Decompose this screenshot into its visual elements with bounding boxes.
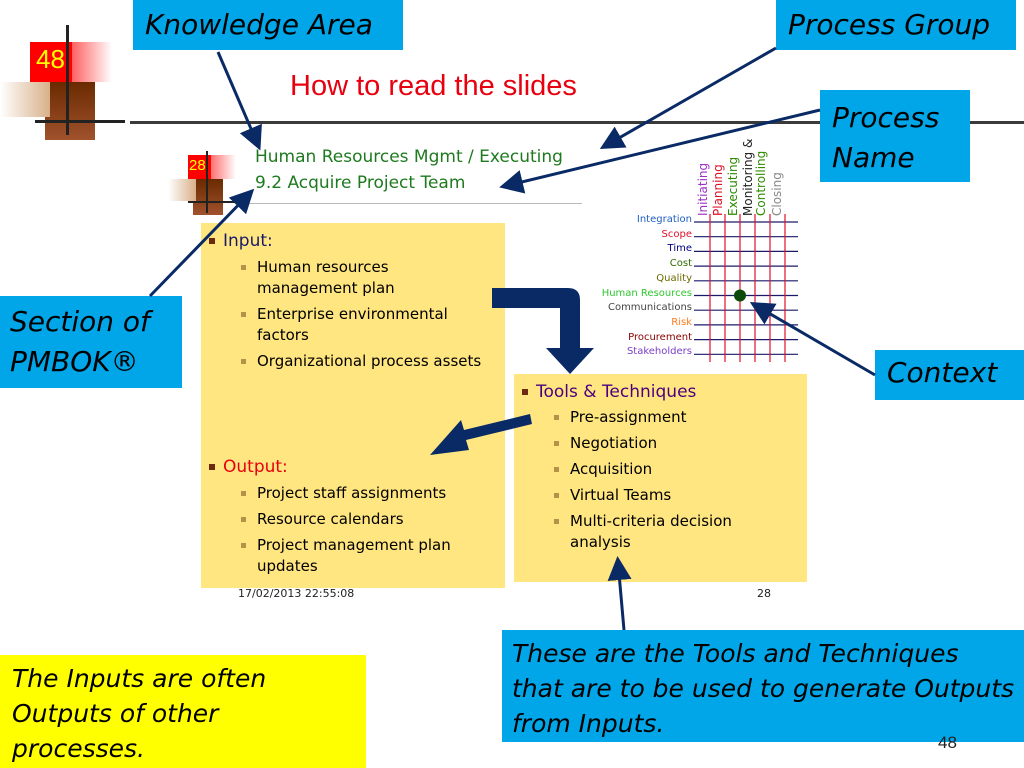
page-badge: 48	[36, 44, 65, 74]
callout-knowledge-area: Knowledge Area	[133, 0, 403, 50]
logo-hline	[35, 120, 125, 123]
matrix-row-label: Time	[667, 243, 692, 255]
inner-heading-process: 9.2 Acquire Project Team	[255, 173, 466, 193]
callout-context: Context	[875, 350, 1024, 400]
flow-arrow-input-to-tools	[492, 288, 594, 374]
matrix-highlight-dot	[734, 289, 746, 302]
inner-date: 17/02/2013 22:55:08	[238, 587, 355, 600]
callout-inputs-note: The Inputs are often Outputs of other pr…	[0, 655, 366, 768]
arrow-knowledge-area	[216, 51, 262, 151]
slide-title: How to read the slides	[290, 70, 577, 102]
arrow-context	[749, 301, 876, 377]
matrix-grid	[694, 214, 798, 362]
matrix-row-label: Quality	[656, 272, 692, 284]
tools-heading: Tools & Techniques	[522, 382, 696, 402]
process-matrix: Initiating Planning Executing Monitoring…	[580, 130, 810, 370]
inner-footer-page: 28	[757, 587, 771, 600]
matrix-row-label: Human Resources	[601, 287, 692, 299]
inner-logo-red	[188, 155, 213, 179]
callout-process-name-text: Process Name	[832, 101, 940, 174]
logo-fade	[72, 42, 112, 82]
input-item: Human resources management plan	[239, 257, 489, 299]
input-item: Organizational process assets	[239, 351, 489, 372]
matrix-row-labels: Integration Scope Time Cost Quality Huma…	[580, 214, 692, 364]
input-output-panel: Input: Human resources management plan E…	[201, 223, 505, 588]
sub-bullet-icon	[241, 491, 246, 496]
tools-panel: Tools & Techniques Pre-assignment Negoti…	[514, 374, 807, 582]
logo-vline	[66, 25, 69, 135]
bullet-icon	[209, 238, 215, 244]
callout-process-group: Process Group	[776, 0, 1016, 50]
tools-item: Multi-criteria decision analysis	[552, 511, 792, 553]
input-list: Human resources management plan Enterpri…	[239, 257, 489, 377]
callout-section-text: Section of PMBOK®	[10, 305, 150, 378]
matrix-row-label: Communications	[607, 302, 692, 314]
output-item: Project staff assignments	[239, 483, 489, 504]
matrix-row-label: Stakeholders	[626, 346, 692, 358]
arrow-section	[148, 188, 255, 298]
bullet-icon	[209, 464, 215, 470]
inner-slide-logo: 28	[168, 151, 248, 217]
flow-arrow-tools-to-output	[430, 414, 532, 455]
inner-heading-knowledge: Human Resources Mgmt / Executing	[255, 147, 563, 167]
sub-bullet-icon	[241, 359, 246, 364]
sub-bullet-icon	[554, 467, 559, 472]
inner-logo-vline	[206, 151, 208, 213]
bullet-icon	[522, 389, 528, 395]
output-list: Project staff assignments Resource calen…	[239, 483, 489, 582]
arrow-tools-note	[607, 556, 632, 631]
tools-item: Pre-assignment	[552, 407, 792, 428]
inner-logo-tan	[168, 179, 196, 201]
tools-item: Acquisition	[552, 459, 792, 480]
logo-brown-block	[45, 82, 95, 140]
sub-bullet-icon	[241, 517, 246, 522]
sub-bullet-icon	[241, 312, 246, 317]
output-item: Project management plan updates	[239, 535, 489, 577]
callout-process-name: Process Name	[820, 90, 970, 182]
inner-logo-hline	[188, 201, 244, 203]
matrix-row-label: Cost	[669, 258, 692, 270]
matrix-row-label: Scope	[661, 228, 692, 240]
matrix-row-label: Risk	[671, 316, 692, 328]
tools-item: Virtual Teams	[552, 485, 792, 506]
output-item: Resource calendars	[239, 509, 489, 530]
arrow-process-name	[499, 108, 821, 194]
arrow-process-group	[599, 46, 777, 149]
sub-bullet-icon	[554, 415, 559, 420]
input-heading: Input:	[209, 231, 273, 251]
callout-context-text: Context	[887, 356, 998, 389]
callout-tools-note-text: These are the Tools and Techniques that …	[512, 639, 1015, 738]
slide-logo: 48	[0, 25, 130, 145]
matrix-grid-horizontal	[694, 221, 798, 355]
matrix-row-label: Integration	[636, 214, 692, 225]
slide-page-number: 48	[938, 733, 957, 752]
sub-bullet-icon	[554, 519, 559, 524]
callout-tools-note: These are the Tools and Techniques that …	[502, 630, 1024, 742]
tools-label: Tools & Techniques	[536, 382, 697, 402]
output-label: Output:	[223, 457, 288, 477]
matrix-row-label: Procurement	[628, 331, 692, 343]
callout-section: Section of PMBOK®	[0, 296, 182, 388]
sub-bullet-icon	[241, 543, 246, 548]
inner-title-underline	[245, 203, 582, 204]
tools-item: Negotiation	[552, 433, 792, 454]
sub-bullet-icon	[554, 493, 559, 498]
inner-page-badge: 28	[189, 157, 206, 174]
title-underline	[130, 121, 1024, 124]
inner-logo-fade	[211, 155, 236, 179]
tools-list: Pre-assignment Negotiation Acquisition V…	[552, 407, 792, 558]
matrix-grid-vertical	[709, 214, 786, 362]
input-label: Input:	[223, 231, 273, 251]
inner-logo-brown	[193, 179, 223, 215]
output-heading: Output:	[209, 457, 288, 477]
input-item: Enterprise environmental factors	[239, 304, 489, 346]
logo-tan-fade	[0, 82, 50, 117]
sub-bullet-icon	[241, 265, 246, 270]
callout-inputs-note-text: The Inputs are often Outputs of other pr…	[12, 664, 267, 763]
callout-knowledge-area-text: Knowledge Area	[145, 8, 373, 41]
sub-bullet-icon	[554, 441, 559, 446]
callout-process-group-text: Process Group	[788, 8, 991, 41]
